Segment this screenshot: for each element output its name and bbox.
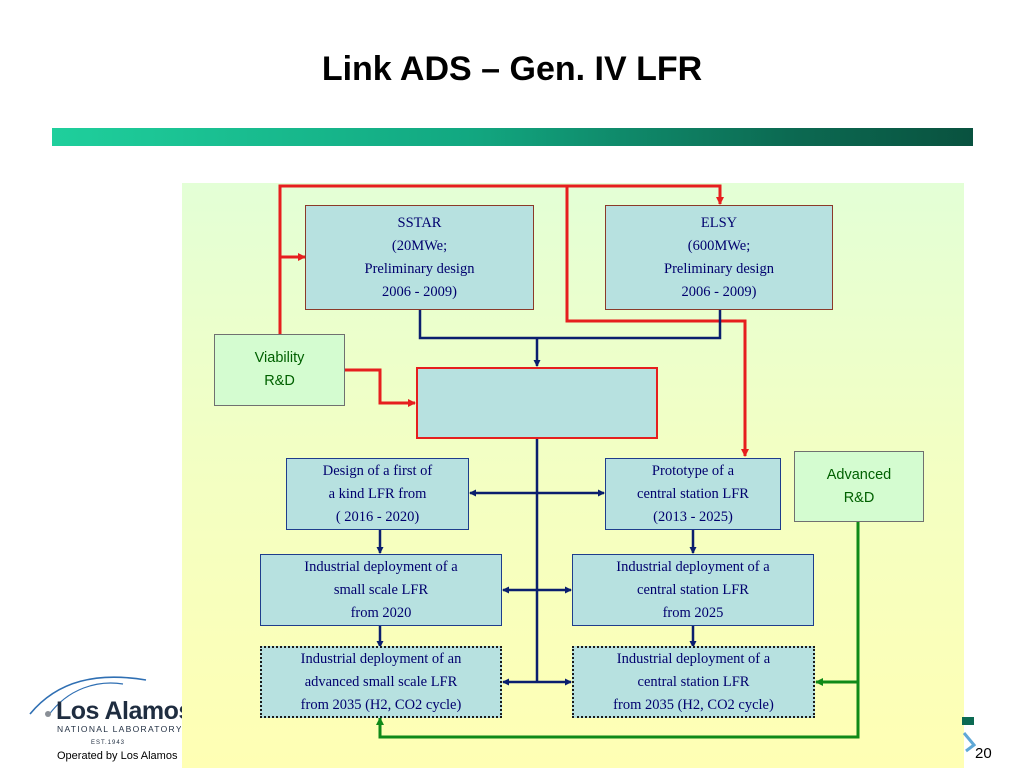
box-elsy-line: Preliminary design: [664, 260, 774, 277]
box-industrial-small-line: from 2020: [350, 604, 412, 621]
box-center: [416, 367, 658, 439]
red-arrow-to-prototype: [565, 186, 749, 457]
box-elsy-line: (600MWe;: [687, 237, 751, 254]
red-arrow-top-to-elsy: [278, 184, 724, 334]
los-alamos-logo-icon: [29, 676, 147, 717]
navy-line-sstar: [418, 310, 722, 340]
box-industrial-adv-small-line: advanced small scale LFR: [304, 673, 458, 690]
box-industrial-central-line: from 2025: [662, 604, 724, 621]
page-number: 20: [975, 745, 992, 762]
box-industrial-small-line: Industrial deployment of a: [304, 558, 458, 575]
box-industrial-small-line: small scale LFR: [333, 581, 429, 598]
box-advanced: Advanced R&D: [794, 451, 924, 522]
box-viability-line: Viability: [254, 350, 305, 366]
box-industrial-adv-small: Industrial deployment of an advanced sma…: [260, 646, 502, 718]
box-first-of-kind-line: a kind LFR from: [328, 485, 427, 502]
box-elsy: ELSY (600MWe; Preliminary design 2006 - …: [605, 205, 833, 310]
box-sstar: SSTAR (20MWe; Preliminary design 2006 - …: [305, 205, 534, 310]
corner-mark-icon: [962, 717, 976, 753]
box-industrial-adv-small-line: Industrial deployment of an: [300, 650, 462, 667]
box-industrial-adv-central-line: central station LFR: [637, 673, 750, 690]
box-industrial-central-line: central station LFR: [637, 581, 749, 598]
box-first-of-kind-line: ( 2016 - 2020): [335, 508, 420, 525]
box-industrial-small: Industrial deployment of a small scale L…: [260, 554, 502, 626]
box-sstar-line: 2006 - 2009): [382, 283, 457, 300]
red-arrow-viability-to-center: [345, 368, 416, 407]
box-sstar-line: SSTAR: [397, 214, 442, 231]
green-arrow-advanced-to-adv-small: [376, 522, 860, 739]
logo-established: EST.1943: [91, 740, 126, 746]
box-prototype-line: Prototype of a: [651, 462, 735, 479]
box-first-of-kind-line: Design of a first of: [322, 462, 433, 479]
box-prototype: Prototype of a central station LFR (2013…: [605, 458, 781, 530]
box-industrial-adv-central-line: Industrial deployment of a: [616, 650, 771, 667]
box-prototype-line: (2013 - 2025): [653, 508, 733, 525]
box-first-of-kind: Design of a first of a kind LFR from ( 2…: [286, 458, 469, 530]
logo-name: Los Alamos: [56, 697, 182, 725]
box-industrial-adv-small-line: from 2035 (H2, CO2 cycle): [300, 696, 462, 713]
box-viability-line: R&D: [264, 373, 295, 389]
box-sstar-line: Preliminary design: [364, 260, 475, 277]
box-elsy-line: 2006 - 2009): [681, 283, 757, 300]
box-industrial-central: Industrial deployment of a central stati…: [572, 554, 814, 626]
box-viability: Viability R&D: [214, 334, 345, 406]
box-industrial-adv-central: Industrial deployment of a central stati…: [572, 646, 815, 718]
box-sstar-line: (20MWe;: [391, 237, 448, 254]
box-advanced-line: R&D: [843, 489, 875, 506]
header-band: [52, 128, 973, 146]
box-industrial-central-line: Industrial deployment of a: [616, 558, 770, 575]
box-elsy-line: ELSY: [700, 214, 738, 231]
logo-subtitle: NATIONAL LABORATORY: [57, 724, 181, 734]
box-advanced-line: Advanced: [826, 466, 892, 483]
slide-title: Link ADS – Gen. IV LFR: [321, 50, 703, 88]
box-prototype-line: central station LFR: [637, 485, 749, 502]
footer-operated-by: Operated by Los Alamos: [57, 750, 178, 762]
box-industrial-adv-central-line: from 2035 (H2, CO2 cycle): [613, 696, 774, 713]
